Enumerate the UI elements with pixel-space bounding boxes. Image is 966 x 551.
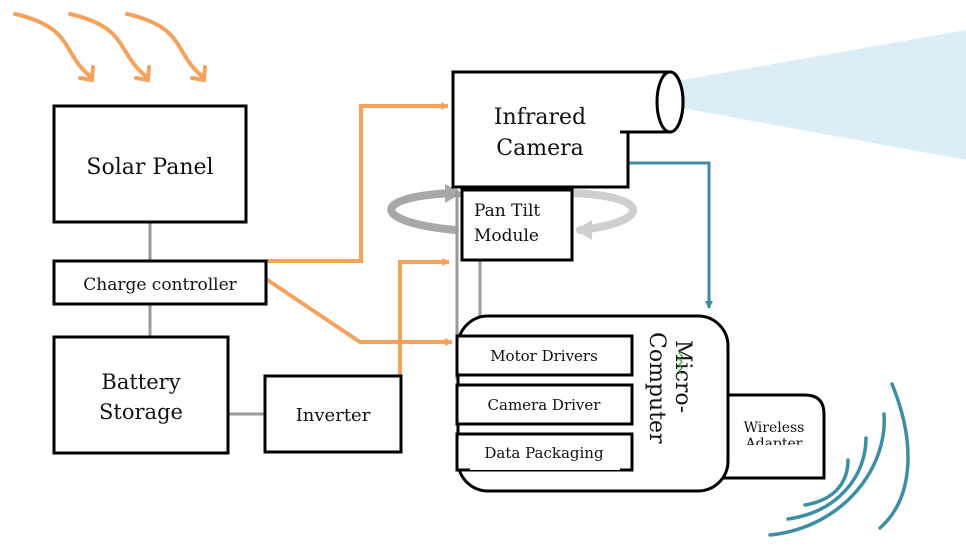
charge-controller-label: Charge controller: [83, 275, 237, 295]
data-packaging-block: Data Packaging: [455, 432, 634, 472]
motor-drivers-label: Motor Drivers: [490, 347, 598, 365]
pantilt-label-line2: Module: [474, 226, 539, 246]
power-bus-lines: [148, 222, 265, 416]
micro-computer-label: Micro- Computer: [644, 332, 695, 444]
camera-view-beam: [682, 30, 966, 160]
camera-label-line2: Camera: [496, 136, 583, 161]
pan-tilt-module-block: Pan Tilt Module: [460, 188, 574, 262]
inverter-block: Inverter: [263, 374, 403, 454]
wireless-adapter-block: Wireless Adapter: [718, 393, 826, 480]
wireless-label-line1: Wireless: [744, 420, 805, 436]
camera-label-line1: Infrared: [494, 105, 586, 130]
charge-controller-block: Charge controller: [52, 259, 268, 306]
spellcheck-underline: [678, 349, 683, 375]
battery-label-line2: Storage: [99, 400, 183, 424]
micro-label-line2: Computer: [644, 332, 669, 444]
solar-panel-block: Solar Panel: [52, 104, 248, 224]
sunlight-rays-icon: [13, 12, 207, 83]
power-lines: [264, 102, 453, 376]
micro-label-line1: Micro-: [670, 340, 695, 413]
camera-driver-block: Camera Driver: [455, 383, 634, 426]
solar-panel-label: Solar Panel: [86, 155, 213, 180]
inverter-label: Inverter: [296, 405, 371, 426]
infrared-camera-block: Infrared Camera: [451, 70, 685, 189]
data-packaging-label: Data Packaging: [484, 444, 604, 462]
motor-drivers-block: Motor Drivers: [455, 334, 634, 377]
battery-storage-block: Battery Storage: [52, 335, 230, 455]
camera-driver-label: Camera Driver: [488, 396, 602, 414]
pantilt-label-line1: Pan Tilt: [474, 201, 540, 221]
battery-label-line1: Battery: [101, 370, 180, 394]
wireless-signal-icon: [768, 382, 910, 537]
